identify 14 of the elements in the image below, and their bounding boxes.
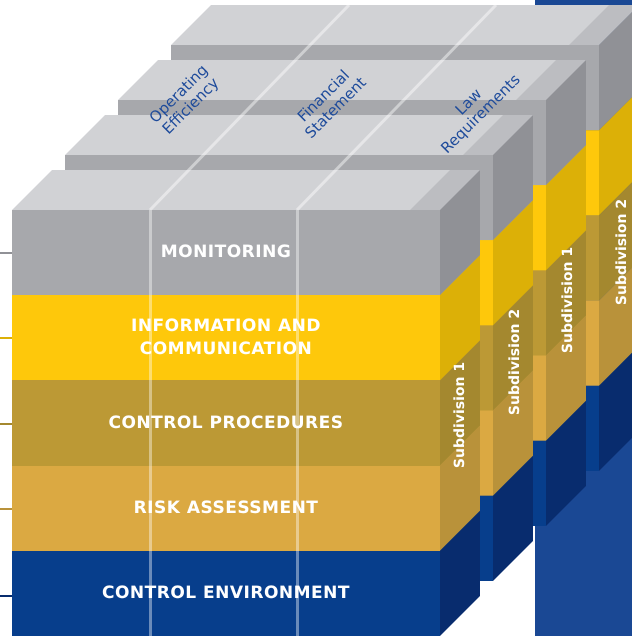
layer-band (12, 295, 440, 380)
layer-band (12, 210, 440, 296)
side-label: Subdivision 1 (560, 246, 576, 354)
layer-title: INFORMATION AND COMMUNICATION (130, 314, 322, 361)
layer-title: CONTROL PROCEDURES (108, 412, 344, 434)
side-label: Subdivision 2 (614, 198, 630, 306)
layer-band (12, 550, 440, 636)
layer-band (12, 380, 440, 466)
layer-title: RISK ASSESSMENT (134, 496, 318, 520)
side-label: Subdivision 2 (507, 308, 524, 416)
side-label: Subdivision 1 (452, 362, 468, 468)
layer-title: CONTROL ENVIRONMENT (102, 582, 350, 605)
layer-title: MONITORING (160, 241, 292, 264)
layer-band (12, 466, 440, 551)
